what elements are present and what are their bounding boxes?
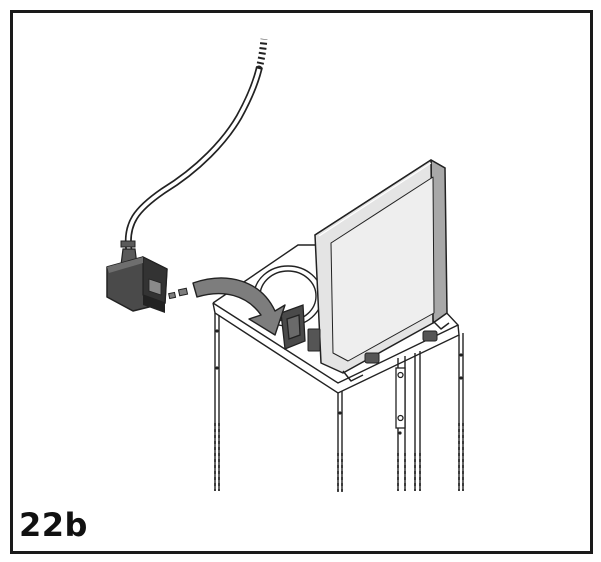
device-clamps xyxy=(307,328,438,364)
figure-frame: 22b xyxy=(10,10,593,554)
device-unit xyxy=(314,159,450,382)
curved-arrow-icon xyxy=(168,277,286,336)
rivets xyxy=(215,329,463,435)
post-continuation xyxy=(214,423,464,493)
power-cord-icon xyxy=(106,38,268,313)
figure-label: 22b xyxy=(19,506,88,544)
bracket xyxy=(395,367,406,429)
device-socket xyxy=(280,304,306,350)
installation-illustration xyxy=(106,38,464,493)
